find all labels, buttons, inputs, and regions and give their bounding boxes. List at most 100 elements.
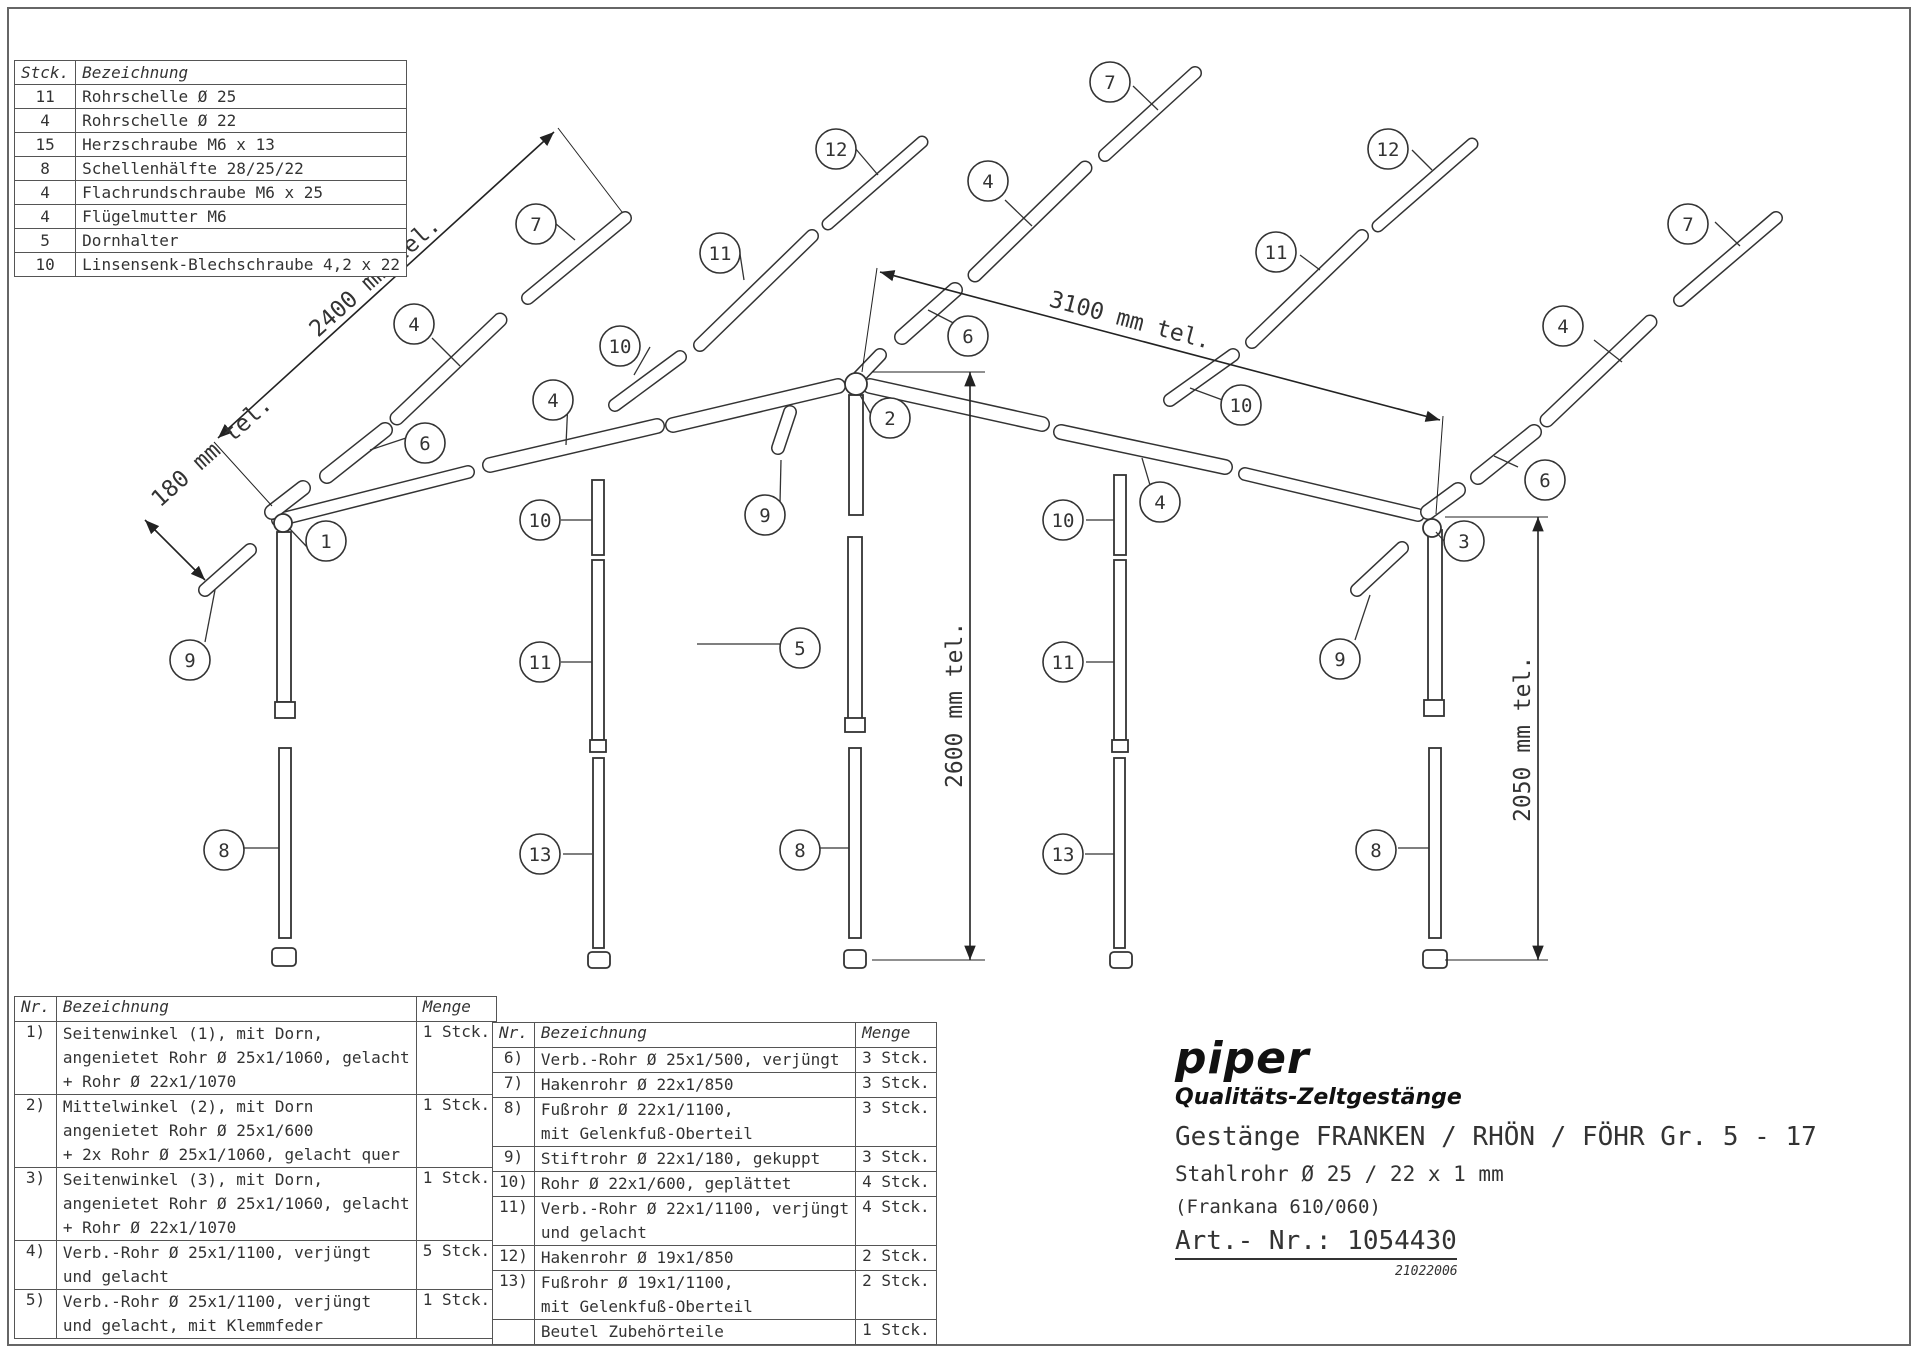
parts-list-right: Nr. Bezeichnung Menge 6)Verb.-Rohr Ø 25x… [492,1022,937,1345]
menge-cell: 3 Stck. [855,1047,937,1073]
menge-cell: 4 Stck. [855,1171,937,1197]
callout-8a [203,829,245,871]
qty-cell: 8 [13,156,77,181]
menge-cell: 1 Stck. [415,1094,498,1168]
nr-cell: 7) [492,1072,535,1098]
desc-line: Seitenwinkel (3), mit Dorn, [62,1170,323,1189]
tube-center-top [848,394,864,516]
nr-cell: 2) [14,1094,57,1168]
desc-cell: Herzschraube M6 x 13 [75,132,408,157]
callout-10d [1220,384,1262,426]
desc-line: angenietet Rohr Ø 25x1/600 [62,1121,314,1140]
callout-12b-label: 12 [1377,139,1400,161]
callout-7a-label: 7 [530,214,541,236]
foot-left-mid [587,951,611,969]
desc-line: Rohr Ø 22x1/600, geplättet [540,1174,792,1193]
desc-line: angenietet Rohr Ø 25x1/1060, gelacht [62,1194,410,1213]
tube-left-10 [591,479,605,556]
column-header-bezeichnung: Bezeichnung [533,1022,857,1048]
callout-2 [869,397,911,439]
callout-circles [169,61,1709,875]
company-subtitle: Qualitäts-Zeltgestänge [1175,1085,1462,1110]
desc-cell: Beutel Zubehörteile [533,1319,857,1345]
qty-cell: 5 [13,228,77,253]
parts-list-left: Nr. Bezeichnung Menge 1) Seitenwinkel (1… [14,996,498,1339]
callout-9b-label: 9 [759,505,770,527]
desc-line: Fußrohr Ø 19x1/1100, [540,1273,734,1292]
title-block: piper Qualitäts-Zeltgestänge Gestänge FR… [1175,1035,1895,1279]
callout-9b [744,494,786,536]
tube-foot-right [1428,747,1442,939]
desc-line: und gelacht [540,1223,647,1242]
joint-2 [844,372,868,396]
menge-cell: 1 Stck. [415,1167,498,1241]
desc-cell: Hakenrohr Ø 19x1/850 [533,1245,857,1271]
desc-line: + Rohr Ø 22x1/1070 [62,1072,237,1091]
desc-line: Verb.-Rohr Ø 25x1/500, verjüngt [540,1050,840,1069]
qty-cell: 4 [13,180,77,205]
desc-cell: Flügelmutter M6 [75,204,408,229]
foot-right [1422,949,1448,969]
callout-4b-label: 4 [547,390,558,412]
callout-8b-label: 8 [794,840,805,862]
tube-leg-right [1427,529,1443,703]
desc-cell: Verb.-Rohr Ø 25x1/500, verjüngt [533,1047,857,1073]
callout-7a [515,203,557,245]
desc-cell: Linsensenk-Blechschraube 4,2 x 22 [75,252,408,277]
callout-13b-label: 13 [1052,844,1075,866]
callout-1-label: 1 [320,531,331,553]
nr-cell: 4) [14,1240,57,1290]
table-header-row: Nr. Bezeichnung Menge [14,996,498,1022]
desc-cell: Stiftrohr Ø 22x1/180, gekuppt [533,1146,857,1172]
nr-cell: 3) [14,1167,57,1241]
dim-3100-label: 3100 mm tel. [1046,287,1213,355]
tube-left-13 [592,757,605,949]
column-header-menge: Menge [415,996,498,1022]
callout-11c [1042,641,1084,683]
column-header-nr: Nr. [492,1022,535,1048]
clamp-right-mid [1111,739,1129,753]
callout-7b [1089,61,1131,103]
tubes [198,66,1783,949]
qty-cell: 10 [13,252,77,277]
callout-13a-label: 13 [529,844,552,866]
desc-cell: Fußrohr Ø 22x1/1100,mit Gelenkfuß-Oberte… [533,1097,857,1147]
callout-11d [1255,231,1297,273]
callout-10c [1042,499,1084,541]
nr-cell: 10) [492,1171,535,1197]
table-header-row: Nr. Bezeichnung Menge [492,1022,937,1048]
menge-cell: 3 Stck. [855,1097,937,1147]
callout-9c-label: 9 [1334,649,1345,671]
nr-cell: 12) [492,1245,535,1271]
desc-line: und gelacht [62,1267,169,1286]
callout-10a [519,499,561,541]
callout-4a [393,303,435,345]
callout-9c [1319,638,1361,680]
column-header-menge: Menge [855,1022,937,1048]
callout-9a-label: 9 [184,650,195,672]
tube-right-11 [1113,559,1127,741]
material-spec: Stahlrohr Ø 25 / 22 x 1 mm [1175,1162,1504,1186]
desc-cell: Rohr Ø 22x1/600, geplättet [533,1171,857,1197]
desc-line: Hakenrohr Ø 19x1/850 [540,1248,734,1267]
menge-cell: 2 Stck. [855,1270,937,1320]
callout-4d [967,160,1009,202]
callout-8c-label: 8 [1370,840,1381,862]
table-header-row: Stck. Bezeichnung [13,60,408,85]
callout-6c [1524,459,1566,501]
callout-6b [947,315,989,357]
callout-4c-label: 4 [1154,492,1165,514]
desc-line: Hakenrohr Ø 22x1/850 [540,1075,734,1094]
callout-10b-label: 10 [609,336,632,358]
callout-11a [519,641,561,683]
